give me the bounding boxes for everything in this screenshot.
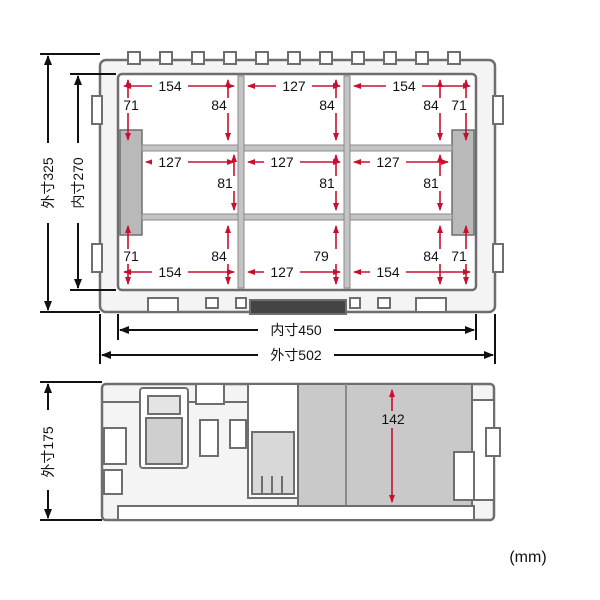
side-transparent-panel <box>297 383 473 507</box>
inner-height-label: 内寸270 <box>70 157 86 209</box>
side-base <box>117 505 475 521</box>
left-side-block <box>119 129 143 236</box>
row3-height-5: 71 <box>451 248 467 264</box>
row1-width-1: 154 <box>158 78 182 94</box>
bottom-handle <box>147 297 447 315</box>
row2-height-2: 81 <box>319 175 335 191</box>
row2-width-2: 127 <box>270 154 294 170</box>
row1-width-2: 127 <box>282 78 306 94</box>
side-latch-right <box>453 399 501 501</box>
top-view: 154 127 154 71 84 84 84 71 127 127 127 <box>38 51 504 364</box>
row3-height-2: 84 <box>211 248 227 264</box>
side-latch-left <box>103 383 247 495</box>
row2-width-1: 127 <box>158 154 182 170</box>
compartment-dividers <box>141 75 453 289</box>
row2-height-3: 81 <box>423 175 439 191</box>
row1-labels: 154 127 154 71 84 84 84 71 <box>120 78 470 113</box>
row3-height-1: 71 <box>123 248 139 264</box>
row3-height-4: 84 <box>423 248 439 264</box>
unit-label: (mm) <box>509 549 546 566</box>
side-inner-height-label: 142 <box>381 411 405 427</box>
row3-height-3: 79 <box>313 248 329 264</box>
row1-height-2: 84 <box>211 97 227 113</box>
row1-width-3: 154 <box>392 78 416 94</box>
row2-height-1: 81 <box>217 175 233 191</box>
row3-labels: 71 84 79 84 71 154 127 154 <box>120 248 470 280</box>
row1-height-3: 84 <box>319 97 335 113</box>
right-side-block <box>451 129 475 236</box>
side-view: 142 外寸175 <box>38 381 501 522</box>
row3-width-1: 154 <box>158 264 182 280</box>
row3-width-2: 127 <box>270 264 294 280</box>
outer-height-label: 外寸325 <box>40 157 56 209</box>
case-top-rim <box>127 51 461 65</box>
side-middle-detail <box>247 383 299 499</box>
row1-height-5: 71 <box>451 97 467 113</box>
case-inner-cavity <box>116 72 478 292</box>
outer-width-label: 外寸502 <box>270 347 322 363</box>
row1-height-4: 84 <box>423 97 439 113</box>
side-outer-height-label: 外寸175 <box>40 426 56 478</box>
row3-width-3: 154 <box>376 264 400 280</box>
row2-width-3: 127 <box>376 154 400 170</box>
row1-height-1: 71 <box>123 97 139 113</box>
row2-labels: 127 127 127 81 81 81 <box>152 154 442 191</box>
inner-width-label: 内寸450 <box>270 322 322 338</box>
side-hinges <box>91 95 504 273</box>
